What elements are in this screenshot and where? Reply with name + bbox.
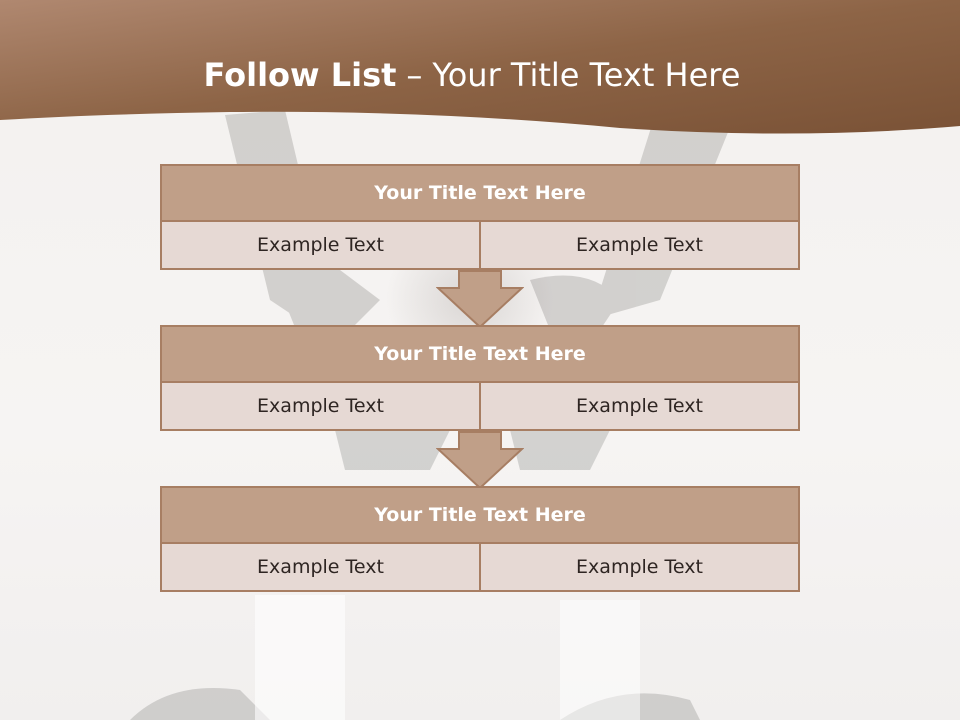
flow-step-1: Your Title Text Here Example Text Exampl… <box>160 164 800 270</box>
flow-step-left-text[interactable]: Example Text <box>160 220 481 270</box>
down-arrow-icon <box>436 270 524 328</box>
flow-step-3: Your Title Text Here Example Text Exampl… <box>160 486 800 592</box>
flow-step-title[interactable]: Your Title Text Here <box>160 325 800 383</box>
flow-step-title[interactable]: Your Title Text Here <box>160 164 800 222</box>
slide-title-bold: Follow List <box>203 56 397 94</box>
flow-step-left-text[interactable]: Example Text <box>160 381 481 431</box>
header-band <box>0 0 960 134</box>
flow-step-left-text[interactable]: Example Text <box>160 542 481 592</box>
slide-title-rest: Your Title Text Here <box>432 56 741 94</box>
flow-step-2: Your Title Text Here Example Text Exampl… <box>160 325 800 431</box>
flow-step-right-text[interactable]: Example Text <box>479 381 800 431</box>
flow-step-right-text[interactable]: Example Text <box>479 220 800 270</box>
flow-step-right-text[interactable]: Example Text <box>479 542 800 592</box>
slide-title: Follow List–Your Title Text Here <box>0 55 944 95</box>
flow-step-title[interactable]: Your Title Text Here <box>160 486 800 544</box>
slide-title-separator: – <box>406 56 423 94</box>
down-arrow-icon <box>436 431 524 489</box>
